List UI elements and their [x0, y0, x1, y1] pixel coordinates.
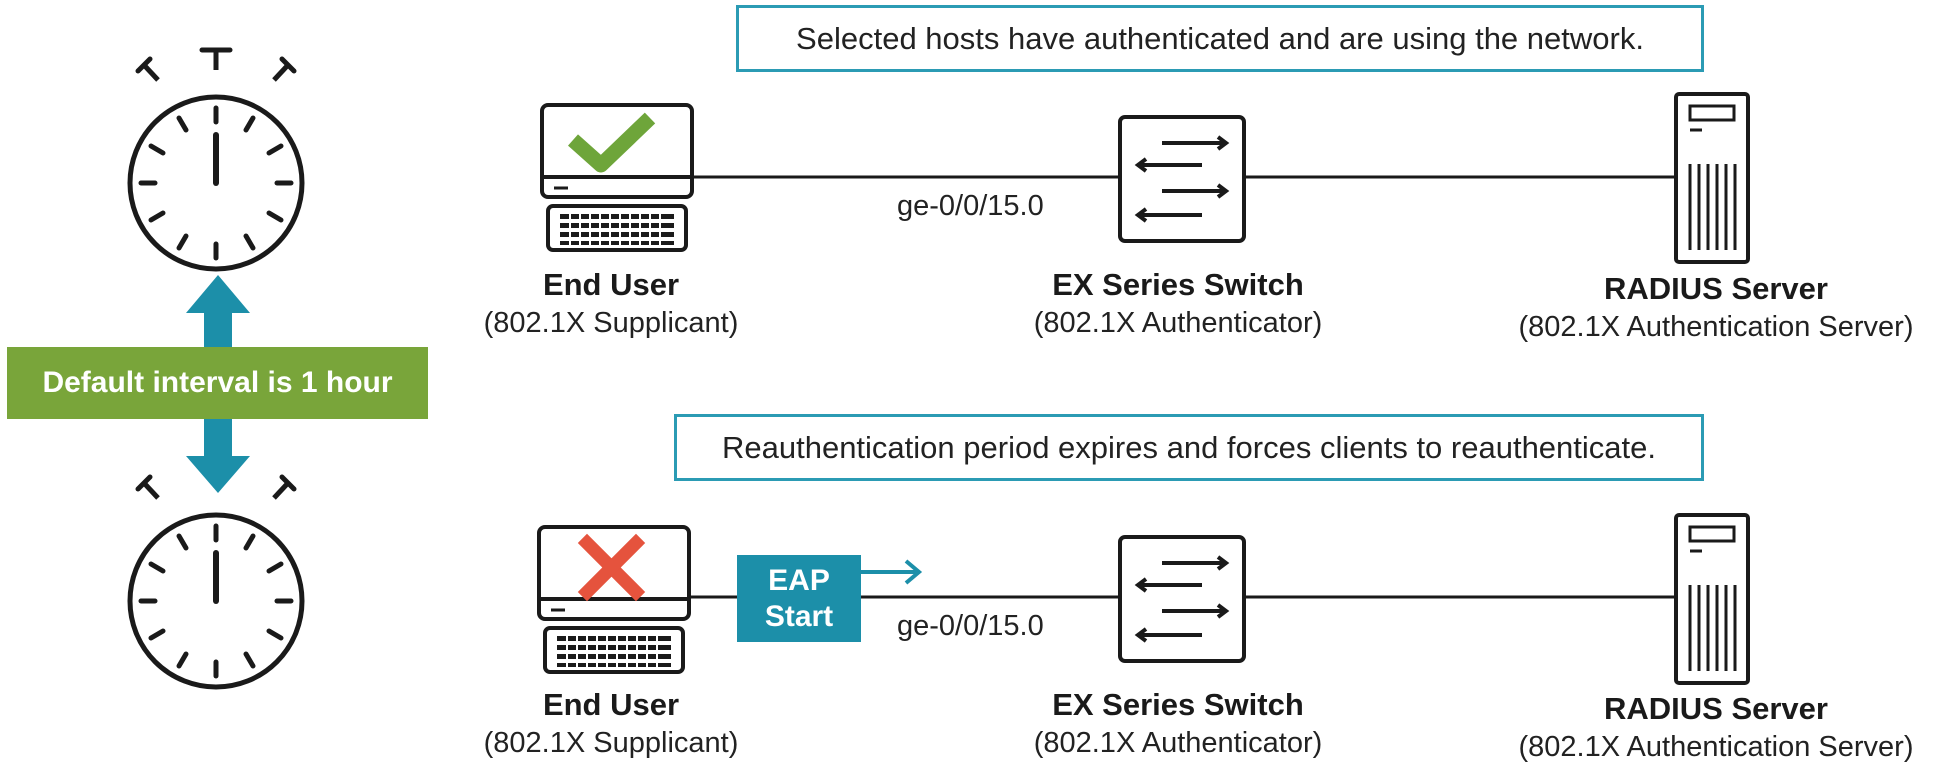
- stopwatch-icon-top: [130, 50, 302, 269]
- end-user-label-bottom: End User (802.1X Supplicant): [484, 686, 739, 762]
- server-icon-bottom: [1674, 513, 1750, 685]
- callout-reauthenticate-text: Reauthentication period expires and forc…: [721, 429, 1656, 465]
- end-user-label-top: End User (802.1X Supplicant): [484, 266, 739, 342]
- switch-icon-top: [1118, 115, 1246, 243]
- workstation-icon-bottom: [537, 525, 691, 674]
- switch-title: EX Series Switch: [1052, 687, 1304, 722]
- radius-subtitle: (802.1X Authentication Server): [1518, 311, 1914, 343]
- checkmark-icon: [568, 112, 656, 173]
- radius-title: RADIUS Server: [1604, 691, 1828, 726]
- workstation-icon-top: [540, 103, 694, 252]
- eap-arrow-icon: [861, 559, 923, 585]
- radius-subtitle: (802.1X Authentication Server): [1518, 731, 1914, 763]
- switch-label-bottom: EX Series Switch (802.1X Authenticator): [1034, 686, 1323, 762]
- radius-label-bottom: RADIUS Server (802.1X Authentication Ser…: [1519, 690, 1914, 766]
- radius-title: RADIUS Server: [1604, 271, 1828, 306]
- x-mark-icon: [577, 533, 646, 602]
- eap-start-line2: Start: [764, 599, 834, 633]
- switch-subtitle: (802.1X Authenticator): [1033, 727, 1323, 759]
- switch-icon-bottom: [1118, 535, 1246, 663]
- port-label-top: ge-0/0/15.0: [897, 190, 1044, 222]
- end-user-title: End User: [542, 267, 680, 302]
- eap-start-box: EAP Start: [737, 555, 861, 642]
- port-label-bottom: ge-0/0/15.0: [897, 610, 1044, 642]
- interval-label-text: Default interval is 1 hour: [42, 366, 393, 399]
- switch-label-top: EX Series Switch (802.1X Authenticator): [1034, 266, 1323, 342]
- callout-reauthenticate: Reauthentication period expires and forc…: [674, 414, 1704, 481]
- stopwatch-icon-bottom: [130, 468, 302, 687]
- server-icon-top: [1674, 92, 1750, 264]
- callout-authenticated-text: Selected hosts have authenticated and ar…: [796, 20, 1644, 56]
- interval-label: Default interval is 1 hour: [7, 347, 428, 419]
- arrow-down-icon: [186, 419, 250, 493]
- end-user-title: End User: [542, 687, 680, 722]
- eap-start-line1: EAP: [768, 563, 830, 597]
- radius-label-top: RADIUS Server (802.1X Authentication Ser…: [1519, 270, 1914, 346]
- end-user-subtitle: (802.1X Supplicant): [483, 727, 739, 759]
- arrow-up-icon: [186, 275, 250, 347]
- switch-subtitle: (802.1X Authenticator): [1033, 307, 1323, 339]
- end-user-subtitle: (802.1X Supplicant): [483, 307, 739, 339]
- callout-authenticated: Selected hosts have authenticated and ar…: [736, 5, 1704, 72]
- switch-title: EX Series Switch: [1052, 267, 1304, 302]
